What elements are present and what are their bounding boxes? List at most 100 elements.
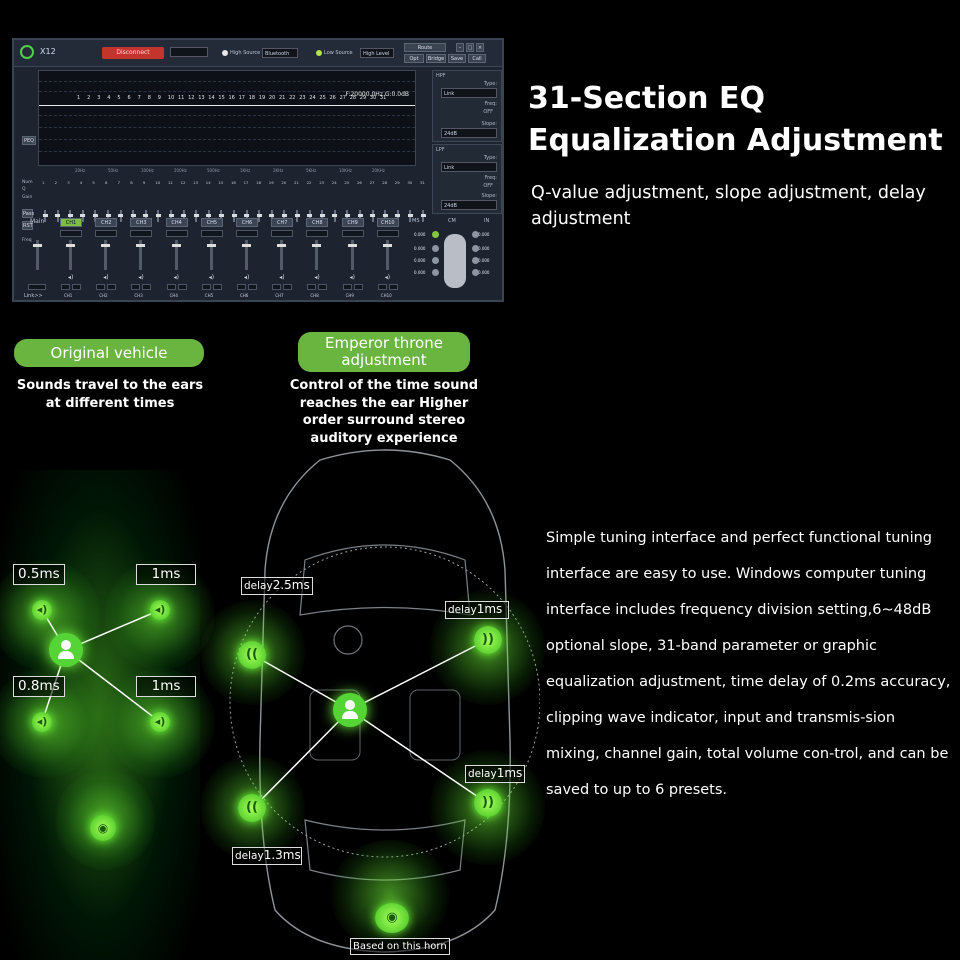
channel-select[interactable] [341,230,364,237]
channel-delay-value[interactable]: 0.000 [414,270,426,275]
channel-select[interactable] [236,230,258,237]
main-volume-value[interactable] [28,284,46,290]
channel-tab[interactable]: CH2 [95,218,118,227]
ms-label[interactable]: MS [412,218,420,224]
band-gain-slider[interactable] [92,210,98,222]
channel-gain-value[interactable] [61,284,70,290]
band-marker[interactable]: 18 [248,95,256,101]
channel-phase-value[interactable] [72,284,81,290]
channel-speaker-icon[interactable]: ◂) [349,274,355,281]
route-button[interactable]: Route [404,43,446,52]
channel-phase-value[interactable] [283,284,293,290]
band-gain-slider[interactable] [80,210,86,222]
channel-gain-slider[interactable] [242,240,251,270]
band-marker[interactable]: 6 [127,95,131,101]
channel-link-label[interactable]: CH2 [99,293,108,298]
band-gain-slider[interactable] [181,210,187,222]
band-gain-slider[interactable] [118,210,124,222]
band-gain-slider[interactable] [281,210,287,222]
channel-tab[interactable]: CH5 [200,218,223,227]
band-marker[interactable]: 12 [188,95,195,101]
delay-channel-toggle[interactable] [472,231,479,238]
channel-select[interactable] [95,230,118,237]
band-gain-slider[interactable] [269,210,275,222]
band-gain-slider[interactable] [218,210,224,222]
lpf-slope-select[interactable]: 24dB [441,200,497,210]
channel-delay-value[interactable]: 0.000 [478,270,490,275]
high-source-radio[interactable] [222,50,228,56]
channel-phase-value[interactable] [388,284,398,290]
delay-channel-toggle[interactable] [472,257,479,264]
channel-gain-slider[interactable] [136,240,146,270]
band-gain-slider[interactable] [407,210,413,222]
channel-speaker-icon[interactable]: ◂) [68,274,74,281]
save-button[interactable]: Save [448,54,466,63]
band-marker[interactable]: 3 [97,95,101,101]
channel-link-label[interactable]: CH5 [204,293,214,298]
cm-label[interactable]: CM [448,218,456,224]
band-gain-slider[interactable] [344,210,350,222]
band-gain-slider[interactable] [67,210,73,222]
channel-link-label[interactable]: CH4 [169,293,178,298]
band-marker[interactable]: 10 [167,95,175,101]
hpf-slope-select[interactable]: 24dB [441,128,497,138]
channel-gain-value[interactable] [96,284,106,290]
channel-speaker-icon[interactable]: ◂) [244,274,250,281]
channel-delay-value[interactable]: 0.000 [478,258,490,263]
channel-phase-value[interactable] [177,284,187,290]
channel-speaker-icon[interactable]: ◂) [384,274,391,281]
channel-tab[interactable]: CH10 [376,218,399,227]
bluetooth-select[interactable]: Bluetooth [262,48,298,58]
hpf-type-select[interactable]: Link [441,88,497,98]
band-gain-slider[interactable] [193,210,199,222]
channel-phase-value[interactable] [142,284,152,290]
channel-speaker-icon[interactable]: ◂) [208,274,215,281]
channel-delay-value[interactable]: 0.000 [478,246,490,251]
band-marker[interactable]: 20 [268,95,276,101]
channel-delay-value[interactable]: 0.000 [478,232,490,237]
band-marker[interactable]: 9 [157,95,161,101]
band-marker[interactable]: 22 [289,95,296,101]
band-gain-slider[interactable] [294,210,300,222]
channel-phase-value[interactable] [318,284,328,290]
channel-delay-value[interactable]: 0.000 [414,246,426,251]
delay-channel-toggle[interactable] [432,245,439,252]
band-marker[interactable]: 28 [349,95,357,101]
channel-gain-slider[interactable] [347,240,357,270]
channel-phase-value[interactable] [212,284,222,290]
channel-tab[interactable]: CH7 [271,218,294,227]
band-gain-slider[interactable] [55,210,61,222]
delay-channel-toggle[interactable] [432,257,439,264]
delay-channel-toggle[interactable] [472,269,479,276]
band-marker[interactable]: 27 [339,95,346,101]
maximize-icon[interactable]: □ [466,43,474,52]
peq-button[interactable]: PEQ [22,136,36,145]
band-marker[interactable]: 29 [359,95,367,101]
channel-tab[interactable]: CH1 [60,218,82,227]
channel-select[interactable] [306,230,329,237]
channel-gain-slider[interactable] [66,240,75,270]
band-gain-slider[interactable] [143,210,149,222]
channel-speaker-icon[interactable]: ◂) [314,274,320,281]
channel-gain-value[interactable] [131,284,141,290]
channel-link-label[interactable]: CH8 [310,293,319,298]
low-source-radio[interactable] [316,50,322,56]
channel-gain-slider[interactable] [382,240,392,270]
channel-gain-slider[interactable] [312,240,322,270]
channel-tab[interactable]: CH9 [341,218,364,227]
channel-delay-value[interactable]: 0.000 [414,258,426,263]
band-gain-slider[interactable] [307,210,313,222]
channel-gain-slider[interactable] [277,240,287,270]
reset-button[interactable]: RST [22,221,33,230]
band-marker[interactable]: 11 [178,95,185,101]
band-marker[interactable]: 16 [228,95,235,101]
delay-channel-toggle[interactable] [432,269,439,276]
minimize-icon[interactable]: – [456,43,464,52]
band-gain-slider[interactable] [206,210,212,222]
channel-link-label[interactable]: CH7 [275,293,284,298]
band-marker[interactable]: 26 [329,95,336,101]
band-marker[interactable]: 30 [369,95,377,101]
band-gain-slider[interactable] [244,210,250,222]
pass-button[interactable]: Pass [22,209,35,218]
band-gain-slider[interactable] [168,210,174,222]
